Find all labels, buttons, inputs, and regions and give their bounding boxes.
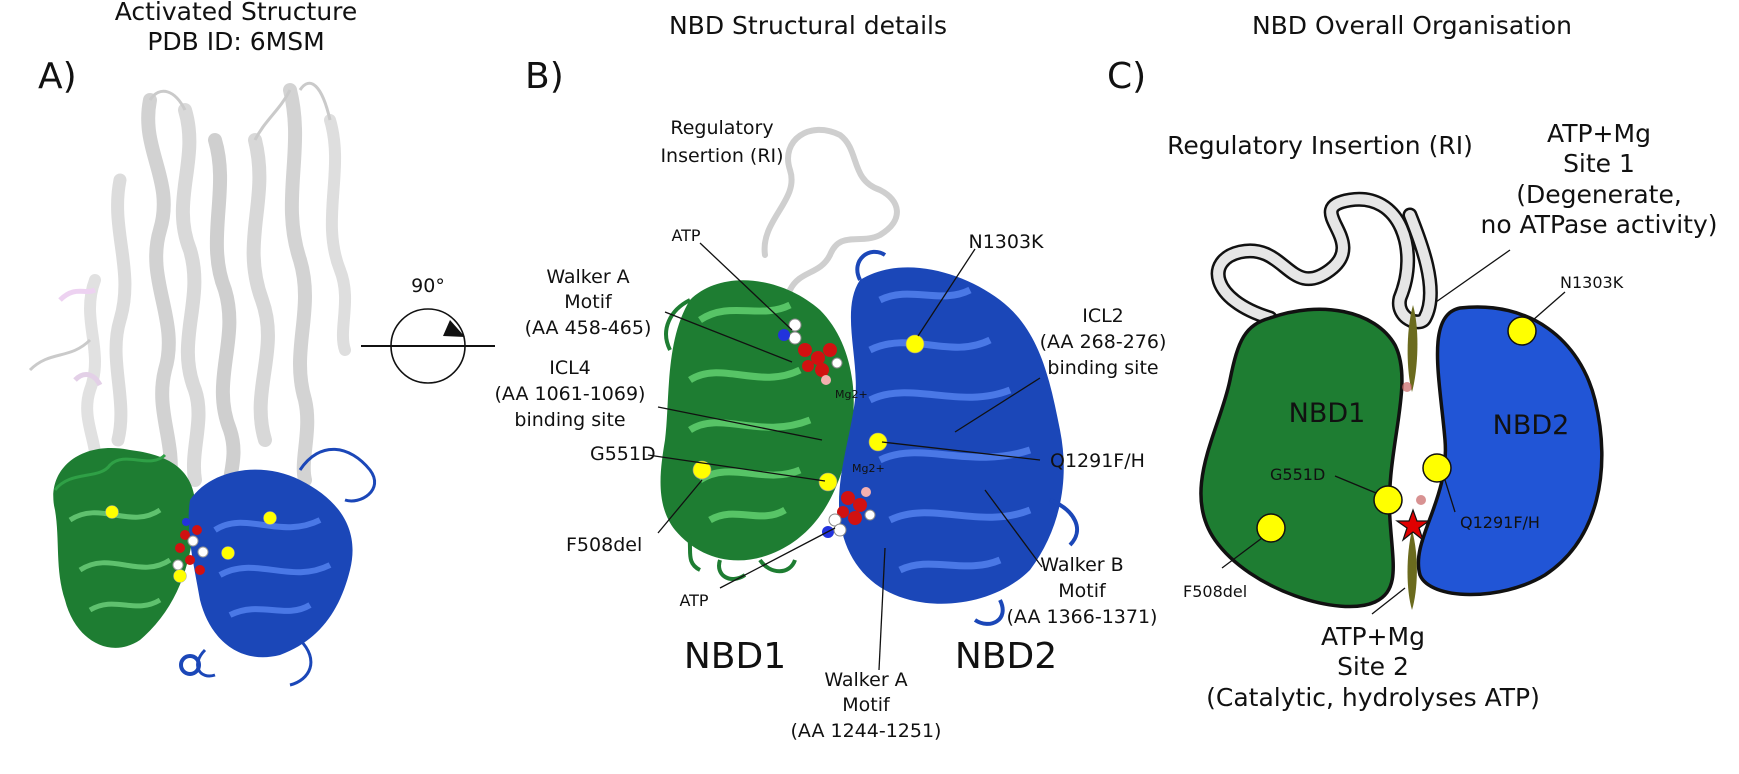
panel-c-g551d-label: G551D bbox=[1270, 465, 1325, 484]
mg-ion-site-2 bbox=[1416, 495, 1426, 505]
n1303k-sphere bbox=[905, 334, 925, 354]
panel-c-nbd1-label: NBD1 bbox=[1289, 398, 1366, 429]
walker-a1-line3: (AA 458-465) bbox=[525, 317, 652, 339]
panel-a-nbd1-cartoon bbox=[53, 448, 196, 648]
panel-b: B) NBD Structural details bbox=[495, 11, 1167, 742]
panel-a-atp-molecules bbox=[172, 518, 209, 575]
panel-b-leader-lines bbox=[647, 242, 1043, 671]
panel-c-title: NBD Overall Organisation bbox=[1252, 11, 1572, 40]
icl2-line1: ICL2 bbox=[1082, 305, 1124, 327]
panel-b-letter: B) bbox=[525, 56, 564, 97]
panel-a-letter: A) bbox=[38, 56, 77, 97]
panel-a-title-line2: PDB ID: 6MSM bbox=[147, 27, 324, 56]
transmembrane-domain-helices bbox=[28, 81, 352, 507]
mg-ion-site-1 bbox=[1402, 382, 1412, 392]
mg-top-label: Mg2+ bbox=[835, 388, 868, 401]
panel-c-g551d-circle bbox=[1373, 485, 1403, 515]
ri-label-line1: Regulatory bbox=[670, 117, 773, 139]
panel-c-nbd2-domain bbox=[1416, 305, 1604, 597]
f508del-sphere bbox=[692, 460, 712, 480]
ri-label-line2: Insertion (RI) bbox=[660, 145, 783, 167]
panel-a-mutation-sphere bbox=[105, 505, 119, 519]
panel-a-nbd2-cartoon bbox=[179, 447, 377, 687]
panel-a-mutation-sphere bbox=[173, 569, 187, 583]
walker-b-line3: (AA 1366-1371) bbox=[1007, 606, 1158, 628]
panel-a-title-line1: Activated Structure bbox=[115, 0, 358, 26]
site1-line2: Site 1 bbox=[1563, 149, 1635, 178]
walker-a1-line2: Motif bbox=[564, 291, 613, 313]
atp-bottom-label: ATP bbox=[679, 591, 708, 610]
atp-top-label: ATP bbox=[671, 226, 700, 245]
panel-c-q1291-label: Q1291F/H bbox=[1460, 513, 1540, 532]
walker-a2-line3: (AA 1244-1251) bbox=[791, 720, 942, 742]
walker-a2-line1: Walker A bbox=[824, 669, 907, 691]
panel-c-ri-label: Regulatory Insertion (RI) bbox=[1167, 131, 1473, 160]
site2-line2: Site 2 bbox=[1337, 652, 1409, 681]
panel-b-ri-loop bbox=[761, 127, 900, 293]
panel-c-leader-lines bbox=[1221, 249, 1566, 615]
panel-c-f508del-circle bbox=[1256, 513, 1286, 543]
panel-c-f508del-label: F508del bbox=[1183, 582, 1247, 601]
walker-b-line2: Motif bbox=[1058, 580, 1107, 602]
icl2-line2: (AA 268-276) bbox=[1040, 331, 1167, 353]
g551d-sphere bbox=[818, 472, 838, 492]
mg-bottom-label: Mg2+ bbox=[852, 462, 885, 475]
icl4-line2: (AA 1061-1069) bbox=[495, 383, 646, 405]
rotation-symbol: 90° bbox=[361, 275, 495, 384]
icl4-line3: binding site bbox=[514, 409, 625, 431]
q1291-label: Q1291F/H bbox=[1050, 450, 1145, 472]
atp-hydrolysis-star-icon bbox=[1395, 508, 1431, 542]
site2-line1: ATP+Mg bbox=[1321, 622, 1425, 651]
panel-c-nbd2-label: NBD2 bbox=[1493, 410, 1570, 441]
panel-a-mutation-sphere bbox=[263, 511, 277, 525]
site1-line4: no ATPase activity) bbox=[1480, 210, 1717, 239]
walker-a1-line1: Walker A bbox=[546, 266, 629, 288]
n1303k-label: N1303K bbox=[968, 231, 1044, 253]
panel-b-title: NBD Structural details bbox=[669, 11, 947, 40]
panel-b-atp-top bbox=[778, 318, 843, 385]
icl4-line1: ICL4 bbox=[549, 357, 591, 379]
panel-a-mutation-sphere bbox=[221, 546, 235, 560]
site1-line3: (Degenerate, bbox=[1516, 180, 1682, 209]
panel-b-atp-bottom bbox=[822, 487, 876, 538]
atp-site-1-shape bbox=[1407, 305, 1418, 392]
walker-b-line1: Walker B bbox=[1040, 554, 1123, 576]
rotation-angle-label: 90° bbox=[411, 275, 445, 297]
panel-a: A) Activated Structure PDB ID: 6MSM bbox=[28, 0, 377, 687]
panel-c-n1303k-circle bbox=[1507, 316, 1537, 346]
f508del-label: F508del bbox=[566, 534, 642, 556]
panel-c-q1291-circle bbox=[1422, 453, 1452, 483]
rotation-arrow-icon bbox=[443, 320, 465, 337]
panel-c-n1303k-label: N1303K bbox=[1560, 273, 1624, 292]
panel-c-nbd1-domain bbox=[1199, 307, 1404, 609]
panel-c: C) NBD Overall Organisation Regulatory I… bbox=[1107, 11, 1718, 712]
panel-b-nbd2-label: NBD2 bbox=[955, 636, 1057, 677]
panel-b-nbd1-label: NBD1 bbox=[684, 636, 786, 677]
site1-line1: ATP+Mg bbox=[1547, 119, 1651, 148]
walker-a2-line2: Motif bbox=[842, 694, 891, 716]
panel-c-letter: C) bbox=[1107, 56, 1146, 97]
icl2-line3: binding site bbox=[1047, 357, 1158, 379]
site2-line3: (Catalytic, hydrolyses ATP) bbox=[1206, 683, 1540, 712]
g551d-label: G551D bbox=[590, 443, 656, 465]
atp-site-2-shape bbox=[1407, 530, 1417, 610]
panel-c-ri-loop bbox=[1210, 191, 1438, 330]
